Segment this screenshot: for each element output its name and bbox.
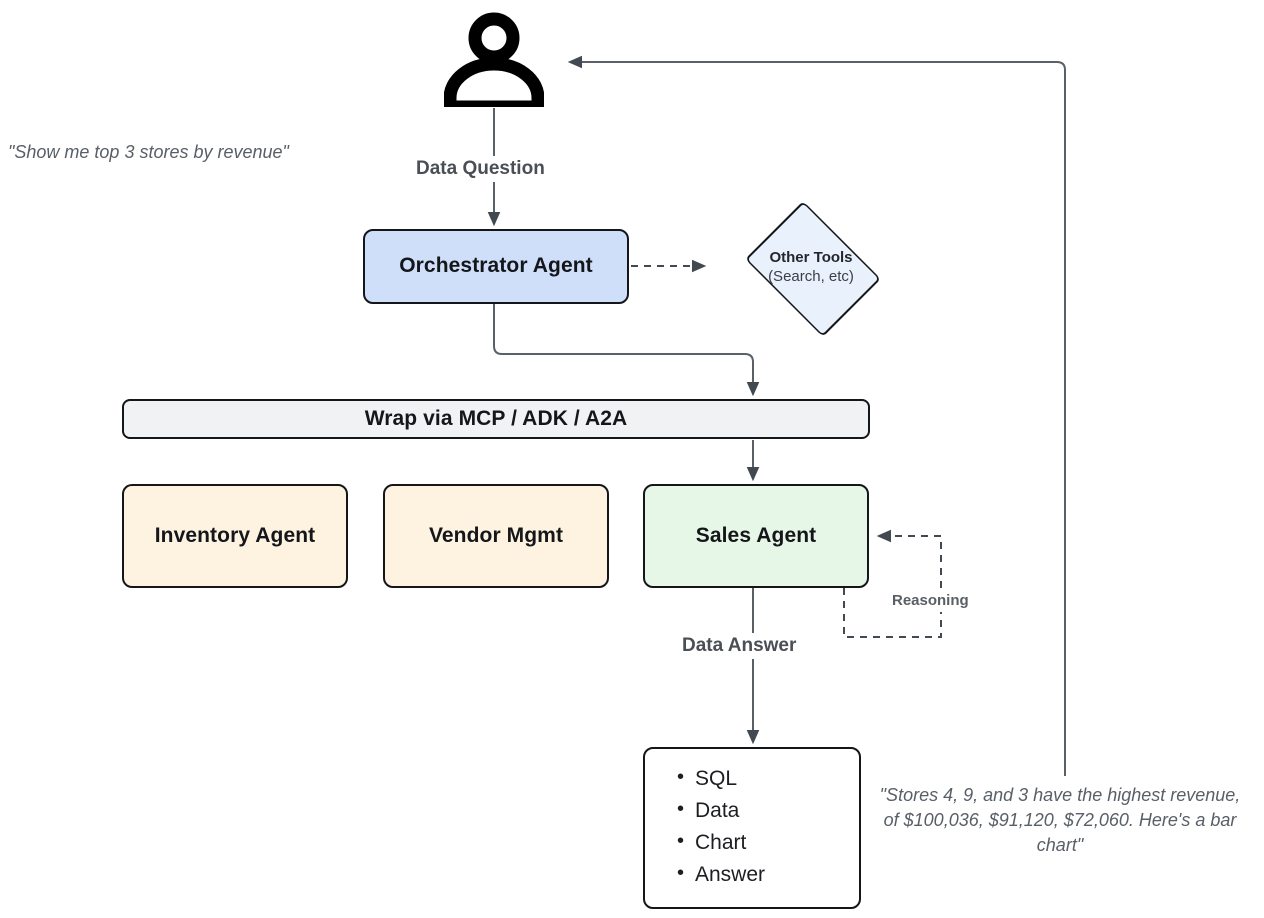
answer-summary-quote: "Stores 4, 9, and 3 have the highest rev…	[879, 785, 1241, 855]
node-wrapper-mcp-adk-a2a[interactable]: Wrap via MCP / ADK / A2A	[122, 399, 870, 439]
other-tools-subtitle: (Search, etc)	[768, 268, 854, 285]
node-inventory-agent[interactable]: Inventory Agent	[122, 484, 348, 588]
node-orchestrator-agent[interactable]: Orchestrator Agent	[363, 229, 629, 304]
orchestrator-label: Orchestrator Agent	[399, 254, 593, 278]
list-item: SQL	[677, 762, 859, 795]
other-tools-title: Other Tools	[769, 248, 853, 266]
sales-agent-label: Sales Agent	[695, 523, 817, 547]
vendor-agent-label: Vendor Mgmt	[428, 523, 564, 547]
wrapper-label: Wrap via MCP / ADK / A2A	[364, 406, 628, 430]
node-other-tools[interactable]: Other Tools (Search, etc)	[709, 191, 913, 343]
user-question-quote: "Show me top 3 stores by revenue"	[8, 142, 289, 162]
list-item: Data	[677, 794, 859, 827]
other-tools-text: Other Tools (Search, etc)	[768, 248, 854, 287]
list-item: Chart	[677, 826, 859, 859]
edge-label-data-question: Data Question	[410, 156, 551, 182]
inventory-agent-label: Inventory Agent	[154, 523, 316, 547]
edge-label-data-answer: Data Answer	[676, 633, 803, 659]
edge-label-reasoning: Reasoning	[886, 591, 975, 612]
list-item: Answer	[677, 858, 859, 891]
node-vendor-mgmt-agent[interactable]: Vendor Mgmt	[383, 484, 609, 588]
node-sales-agent[interactable]: Sales Agent	[643, 484, 869, 588]
output-list: SQL Data Chart Answer	[645, 762, 859, 891]
node-output-artifacts[interactable]: SQL Data Chart Answer	[643, 747, 861, 909]
person-icon	[443, 12, 545, 114]
